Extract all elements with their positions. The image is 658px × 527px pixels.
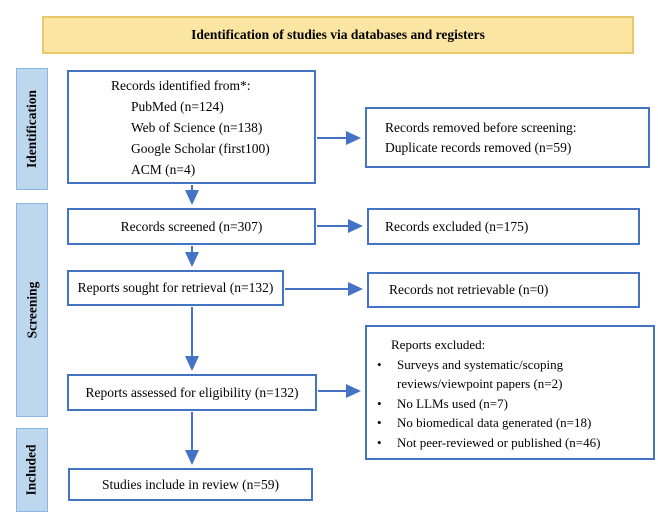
reason-item: Surveys and systematic/scoping reviews/v… xyxy=(373,355,649,394)
source-item: ACM (n=4) xyxy=(131,161,196,177)
stage-label-identification: Identification xyxy=(16,68,48,190)
records-identified-title: Records identified from*: xyxy=(111,77,251,93)
flow-box-studies-included: Studies include in review (n=59) xyxy=(68,468,313,501)
reports-excluded-title: Reports excluded: xyxy=(391,337,486,352)
reason-item: No LLMs used (n=7) xyxy=(373,394,649,414)
reason-item: Not peer-reviewed or published (n=46) xyxy=(373,433,649,453)
records-not-retrievable-text: Records not retrievable (n=0) xyxy=(389,282,549,297)
reports-sought-text: Reports sought for retrieval (n=132) xyxy=(77,280,274,295)
studies-included-text: Studies include in review (n=59) xyxy=(101,476,280,492)
flow-box-reports-excluded: Reports excluded: Surveys and systematic… xyxy=(365,325,655,460)
stage-label-screening: Screening xyxy=(16,203,48,417)
records-removed-line1: Records removed before screening: xyxy=(385,119,577,135)
flow-box-records-excluded: Records excluded (n=175) xyxy=(367,208,640,245)
reports-assessed-text: Reports assessed for eligibility (n=132) xyxy=(85,384,299,400)
source-item: PubMed (n=124) xyxy=(131,98,224,114)
flow-box-reports-assessed: Reports assessed for eligibility (n=132) xyxy=(67,374,317,411)
flow-box-records-screened: Records screened (n=307) xyxy=(67,208,316,245)
reason-item: No biomedical data generated (n=18) xyxy=(373,413,649,433)
records-screened-text: Records screened (n=307) xyxy=(120,218,263,234)
source-item: Google Scholar (first100) xyxy=(131,140,270,156)
reports-excluded-reasons: Surveys and systematic/scoping reviews/v… xyxy=(373,355,649,453)
source-item: Web of Science (n=138) xyxy=(131,119,263,135)
flow-box-records-not-retrievable: Records not retrievable (n=0) xyxy=(367,272,640,308)
stage-label-screening-text: Screening xyxy=(24,281,39,339)
flow-box-records-identified: Records identified from*: PubMed (n=124)… xyxy=(67,70,316,184)
stage-label-included-text: Included xyxy=(24,444,39,496)
records-excluded-text: Records excluded (n=175) xyxy=(385,218,529,234)
records-removed-line2: Duplicate records removed (n=59) xyxy=(385,139,572,155)
stage-label-included: Included xyxy=(16,428,48,512)
banner-title-text: Identification of studies via databases … xyxy=(191,27,485,42)
flow-box-reports-sought: Reports sought for retrieval (n=132) xyxy=(67,270,284,306)
records-identified-sources: PubMed (n=124) Web of Science (n=138) Go… xyxy=(69,96,314,180)
stage-label-identification-text: Identification xyxy=(24,89,40,169)
flow-box-records-removed: Records removed before screening: Duplic… xyxy=(365,107,650,168)
banner-title: Identification of studies via databases … xyxy=(42,16,634,54)
